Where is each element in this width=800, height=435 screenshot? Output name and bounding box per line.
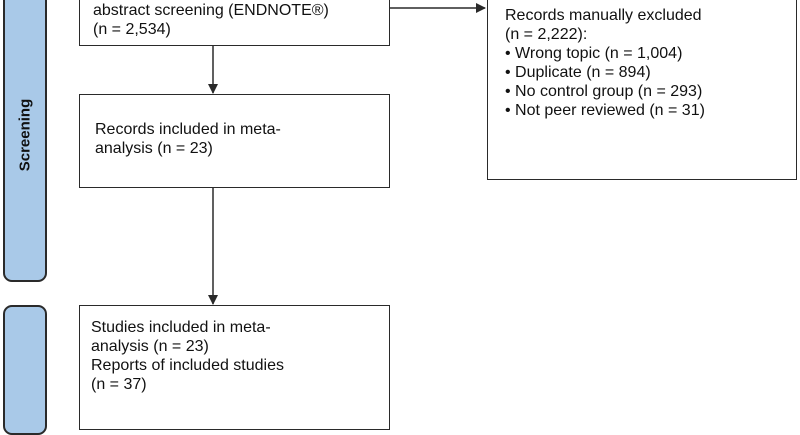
- excluded-box-title: Records manually excluded: [505, 7, 702, 24]
- records-included-box: Records included in meta- analysis (n = …: [79, 94, 390, 188]
- excluded-box-count: (n = 2,222):: [505, 26, 588, 43]
- screening-box: abstract screening (ENDNOTE®) (n = 2,534…: [79, 0, 390, 46]
- studies-included-line: Studies included in meta-: [91, 319, 271, 336]
- excluded-box: Records manually excluded (n = 2,222): •…: [487, 0, 797, 180]
- studies-included-line: Reports of included studies: [91, 357, 284, 374]
- screening-box-line: (n = 2,534): [93, 21, 171, 38]
- studies-included-line: (n = 37): [91, 376, 147, 393]
- exclusion-reasons-list: • Wrong topic (n = 1,004) • Duplicate (n…: [505, 44, 796, 120]
- screening-box-line: abstract screening (ENDNOTE®): [93, 2, 329, 19]
- studies-included-box: Studies included in meta- analysis (n = …: [79, 305, 390, 430]
- records-included-line: Records included in meta-: [95, 121, 281, 138]
- records-included-line: analysis (n = 23): [95, 140, 213, 157]
- exclusion-reason-item: • No control group (n = 293): [505, 83, 703, 100]
- screening-phase-bar: Screening: [3, 0, 47, 282]
- exclusion-reason-item: • Not peer reviewed (n = 31): [505, 102, 705, 119]
- exclusion-reason-item: • Wrong topic (n = 1,004): [505, 45, 683, 62]
- studies-included-line: analysis (n = 23): [91, 338, 209, 355]
- exclusion-reason-item: • Duplicate (n = 894): [505, 64, 651, 81]
- screening-phase-label: Screening: [16, 98, 34, 172]
- included-phase-bar: [3, 305, 47, 435]
